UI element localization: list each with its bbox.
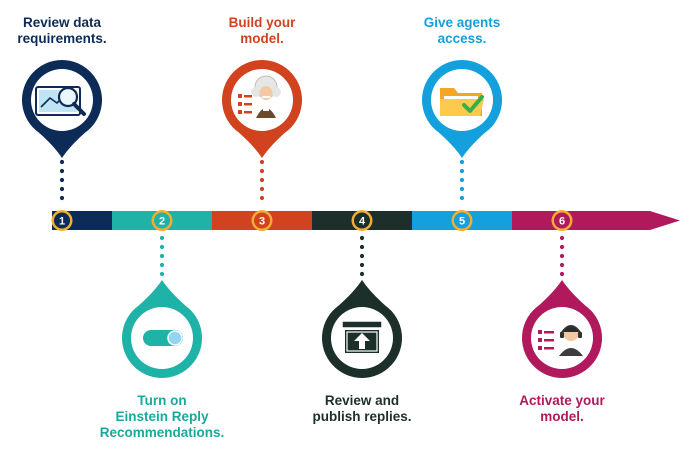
agent-headset-icon bbox=[538, 325, 583, 356]
step-4-pin bbox=[322, 280, 402, 378]
step-4-label-line-1: Review and bbox=[324, 393, 400, 408]
browser-upload-icon bbox=[341, 320, 383, 356]
step-3-badge-number: 3 bbox=[259, 216, 265, 228]
step-3-badge: 3 bbox=[251, 210, 273, 231]
step-3-pin bbox=[222, 60, 302, 158]
step-1-badge-fill bbox=[54, 212, 70, 229]
connector-dots bbox=[59, 159, 565, 277]
step-3-label: Build your model. bbox=[187, 15, 337, 47]
step-2-badge-fill bbox=[154, 212, 170, 229]
step-5-badge: 5 bbox=[451, 210, 473, 231]
step-4-badge-number: 4 bbox=[359, 216, 366, 228]
step-4-badge-fill bbox=[354, 212, 370, 229]
step-6-connector bbox=[559, 235, 565, 277]
step-6-pin bbox=[522, 280, 602, 378]
step-3-badge-fill bbox=[254, 212, 270, 229]
step-1-label-line-1: Review data bbox=[22, 15, 102, 30]
step-2-badge-number: 2 bbox=[159, 216, 165, 228]
step-badges: 1 2 3 4 5 6 bbox=[51, 210, 573, 231]
step-pins bbox=[22, 60, 602, 378]
step-6-label-line-1: Activate your bbox=[519, 393, 605, 408]
step-1-badge-number: 1 bbox=[59, 216, 65, 228]
step-6-badge-fill bbox=[554, 212, 570, 229]
step-5-label-line-1: Give agents bbox=[423, 15, 501, 30]
step-6-label-line-2: model. bbox=[540, 409, 584, 424]
step-5-label-line-2: access. bbox=[437, 31, 487, 46]
step-4-badge: 4 bbox=[351, 210, 373, 231]
step-2-label-line-2: Einstein Reply bbox=[115, 409, 209, 424]
chart-magnifier-icon bbox=[35, 86, 86, 116]
step-1-connector bbox=[59, 159, 65, 201]
step-3-label-line-1: Build your bbox=[228, 15, 296, 30]
step-2-label-line-3: Recommendations. bbox=[99, 425, 225, 440]
step-5-badge-fill bbox=[454, 212, 470, 229]
step-2-label: Turn on Einstein Reply Recommendations. bbox=[87, 393, 237, 441]
step-5-label: Give agents access. bbox=[387, 15, 537, 47]
step-3-connector bbox=[259, 159, 265, 201]
bar-arrow-head bbox=[512, 211, 680, 230]
step-1-pin bbox=[22, 60, 103, 159]
einstein-mascot-icon bbox=[238, 75, 281, 118]
step-5-pin bbox=[422, 60, 502, 158]
step-6-label: Activate your model. bbox=[487, 393, 637, 425]
folder-check-icon bbox=[440, 88, 484, 116]
step-4-label-line-2: publish replies. bbox=[312, 409, 412, 424]
step-3-pin-inner bbox=[231, 69, 293, 131]
step-5-connector bbox=[459, 159, 465, 201]
step-1-badge: 1 bbox=[51, 210, 73, 231]
step-6-badge: 6 bbox=[551, 210, 573, 231]
step-2-pin bbox=[122, 280, 203, 378]
step-4-label: Review and publish replies. bbox=[287, 393, 437, 425]
step-6-badge-number: 6 bbox=[559, 216, 565, 228]
step-5-badge-number: 5 bbox=[459, 216, 465, 228]
toggle-switch-icon bbox=[141, 328, 185, 348]
step-2-connector bbox=[159, 235, 165, 277]
step-2-label-line-1: Turn on bbox=[137, 393, 187, 408]
step-3-label-line-2: model. bbox=[240, 31, 284, 46]
step-1-label: Review data requirements. bbox=[0, 15, 137, 47]
step-4-connector bbox=[359, 235, 365, 277]
step-2-badge: 2 bbox=[151, 210, 173, 231]
step-1-label-line-2: requirements. bbox=[17, 31, 107, 46]
